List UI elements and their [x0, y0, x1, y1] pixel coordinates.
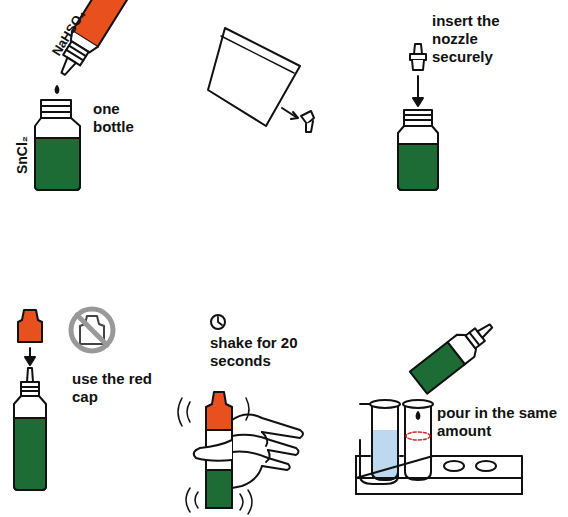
sachet	[208, 28, 314, 132]
nozzle-insert	[398, 44, 438, 190]
no-symbol	[71, 309, 113, 351]
chemical-label: SnCl₂	[13, 127, 31, 183]
step-note: one bottle	[93, 100, 163, 136]
green-bottle	[35, 100, 80, 190]
pour-bottle	[410, 315, 500, 394]
step-note: pour in the same amount	[437, 404, 562, 440]
red-cap-bottle	[14, 310, 46, 490]
drop	[417, 412, 420, 419]
step-note: insert the nozzle securely	[432, 12, 542, 66]
step-note: use the red cap	[72, 370, 182, 406]
shake-bottle	[178, 392, 303, 514]
clock-icon	[211, 315, 225, 329]
drop	[56, 86, 59, 93]
step-note: shake for 20 seconds	[210, 334, 330, 370]
